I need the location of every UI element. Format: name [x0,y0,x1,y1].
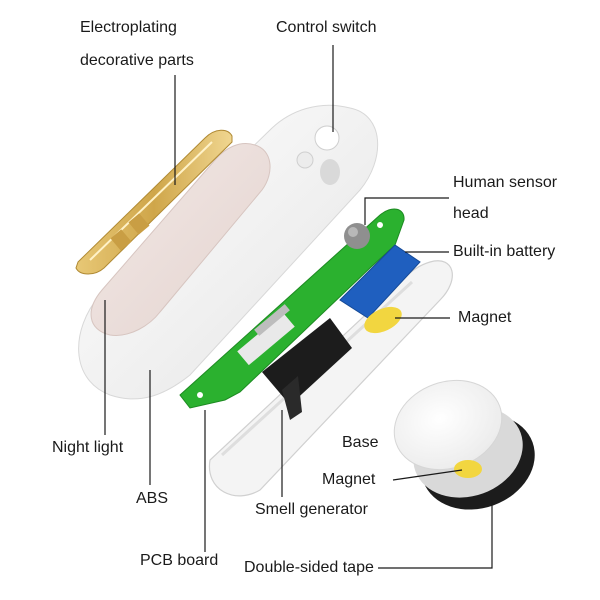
leader-lines [104,45,493,569]
built-in-battery [339,244,421,319]
round-base [393,379,535,510]
label-pcb-board: PCB board [140,552,219,569]
night-light-panel [90,143,271,336]
label-magnet-bottom: Magnet [322,471,376,488]
electroplating-decorative-part [75,129,233,275]
pcb-board [179,208,405,409]
label-human-sensor-line1: Human sensor [453,174,558,191]
label-human-sensor-line2: head [453,205,489,222]
leader-double-sided-tape [378,500,493,569]
label-night-light: Night light [52,439,124,456]
label-magnet-top: Magnet [458,309,512,326]
label-base: Base [342,434,379,451]
label-double-sided-tape: Double-sided tape [244,559,374,576]
smell-generator [262,318,352,420]
label-electroplating-line1: Electroplating [80,19,177,36]
abs-shell [78,104,379,400]
human-sensor-head [344,223,370,249]
label-smell-generator: Smell generator [255,501,368,518]
label-built-in-battery: Built-in battery [453,243,556,260]
magnet-top [364,306,402,334]
label-abs: ABS [136,490,169,507]
leader-magnet-bottom [392,469,463,481]
label-electroplating-line2: decorative parts [80,52,194,69]
leader-human-sensor [364,197,449,225]
label-control-switch: Control switch [276,19,377,36]
